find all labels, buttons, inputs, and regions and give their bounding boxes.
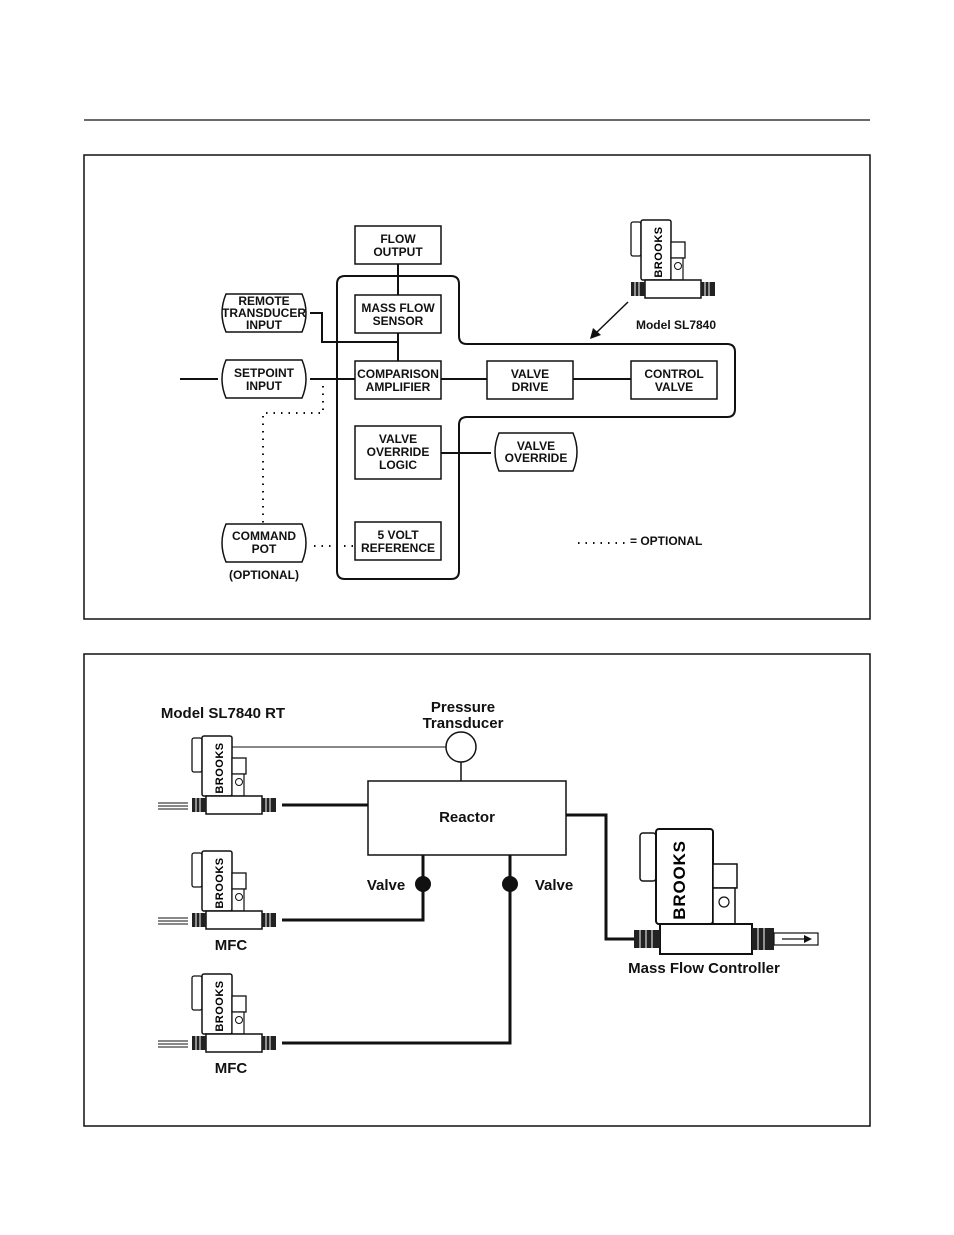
block-control-valve: CONTROL VALVE: [630, 360, 718, 400]
svg-text:COMPARISON: COMPARISON: [357, 367, 439, 381]
svg-text:VALVE: VALVE: [379, 432, 417, 446]
mfc-device-2: BROOKS: [191, 973, 277, 1053]
input-setpoint: SETPOINT INPUT: [221, 359, 307, 399]
mfc-1-label: MFC: [215, 937, 248, 954]
svg-text:COMMAND: COMMAND: [232, 529, 296, 543]
signal-lines: [180, 264, 631, 454]
legend-optional: = OPTIONAL: [630, 534, 702, 548]
model-sl7840-label: Model SL7840: [636, 318, 716, 332]
block-valve-drive: VALVE DRIVE: [486, 360, 574, 400]
svg-text:5 VOLT: 5 VOLT: [377, 528, 419, 542]
mfc-2-label: MFC: [215, 1060, 248, 1077]
svg-text:OVERRIDE: OVERRIDE: [367, 445, 430, 459]
command-pot-optional-note: (OPTIONAL): [229, 568, 299, 582]
brand-logo: BROOKS: [214, 742, 226, 793]
svg-text:OUTPUT: OUTPUT: [373, 245, 423, 259]
figure1-frame: [83, 154, 871, 620]
block-five-volt-reference: 5 VOLT REFERENCE: [354, 521, 442, 561]
svg-text:DRIVE: DRIVE: [512, 380, 549, 394]
svg-text:Valve: Valve: [367, 877, 405, 894]
svg-text:REFERENCE: REFERENCE: [361, 541, 435, 555]
svg-text:VALVE: VALVE: [517, 439, 555, 453]
brand-logo: BROOKS: [214, 980, 226, 1031]
brand-logo: BROOKS: [653, 226, 665, 277]
svg-text:VALVE: VALVE: [655, 380, 693, 394]
input-remote-transducer: REMOTE TRANSDUCER INPUT: [221, 293, 307, 333]
figure2-frame: [83, 653, 871, 1127]
svg-text:TRANSDUCER: TRANSDUCER: [222, 306, 306, 320]
svg-text:INPUT: INPUT: [246, 379, 283, 393]
svg-text:Reactor: Reactor: [439, 809, 495, 826]
mfc-device-1: BROOKS: [191, 850, 277, 930]
input-valve-override: VALVE OVERRIDE: [494, 432, 578, 472]
mass-flow-controller-label: Mass Flow Controller: [628, 960, 780, 977]
block-flow-output: FLOW OUTPUT: [354, 225, 442, 265]
svg-text:CONTROL: CONTROL: [644, 367, 703, 381]
block-comparison-amplifier: COMPARISON AMPLIFIER: [354, 360, 442, 400]
input-command-pot: COMMAND POT: [221, 523, 307, 563]
optional-wiring: [262, 380, 628, 547]
svg-text:Pressure: Pressure: [431, 699, 495, 716]
mfc-device-sl7840rt: BROOKS: [191, 735, 277, 815]
inlet-pigtails: [158, 802, 188, 1048]
svg-text:POT: POT: [252, 542, 277, 556]
svg-text:AMPLIFIER: AMPLIFIER: [366, 380, 431, 394]
block-valve-override-logic: VALVE OVERRIDE LOGIC: [354, 425, 442, 480]
svg-text:INPUT: INPUT: [246, 318, 283, 332]
brand-logo: BROOKS: [670, 840, 689, 919]
model-sl7840rt-label: Model SL7840 RT: [161, 705, 285, 722]
valve-left: Valve: [367, 876, 431, 894]
brand-logo: BROOKS: [214, 857, 226, 908]
svg-text:Valve: Valve: [535, 877, 573, 894]
pressure-transducer: Pressure Transducer: [232, 699, 504, 781]
mass-flow-controller-device: BROOKS: [634, 828, 819, 955]
svg-text:SENSOR: SENSOR: [373, 314, 424, 328]
svg-text:REMOTE: REMOTE: [238, 294, 289, 308]
svg-text:SETPOINT: SETPOINT: [234, 366, 295, 380]
device-enclosure-outline: [336, 275, 736, 580]
svg-text:Transducer: Transducer: [423, 715, 504, 732]
model-pointer-arrow: [590, 301, 629, 339]
svg-text:MASS FLOW: MASS FLOW: [361, 301, 435, 315]
block-mass-flow-sensor: MASS FLOW SENSOR: [354, 294, 442, 334]
svg-text:FLOW: FLOW: [380, 232, 416, 246]
svg-text:LOGIC: LOGIC: [379, 458, 417, 472]
gas-lines: [282, 803, 634, 1045]
reactor-vessel: Reactor: [367, 780, 567, 856]
svg-text:VALVE: VALVE: [511, 367, 549, 381]
valve-right: Valve: [502, 876, 573, 894]
mfc-device-image-top: BROOKS: [630, 219, 716, 299]
svg-text:OVERRIDE: OVERRIDE: [505, 451, 568, 465]
